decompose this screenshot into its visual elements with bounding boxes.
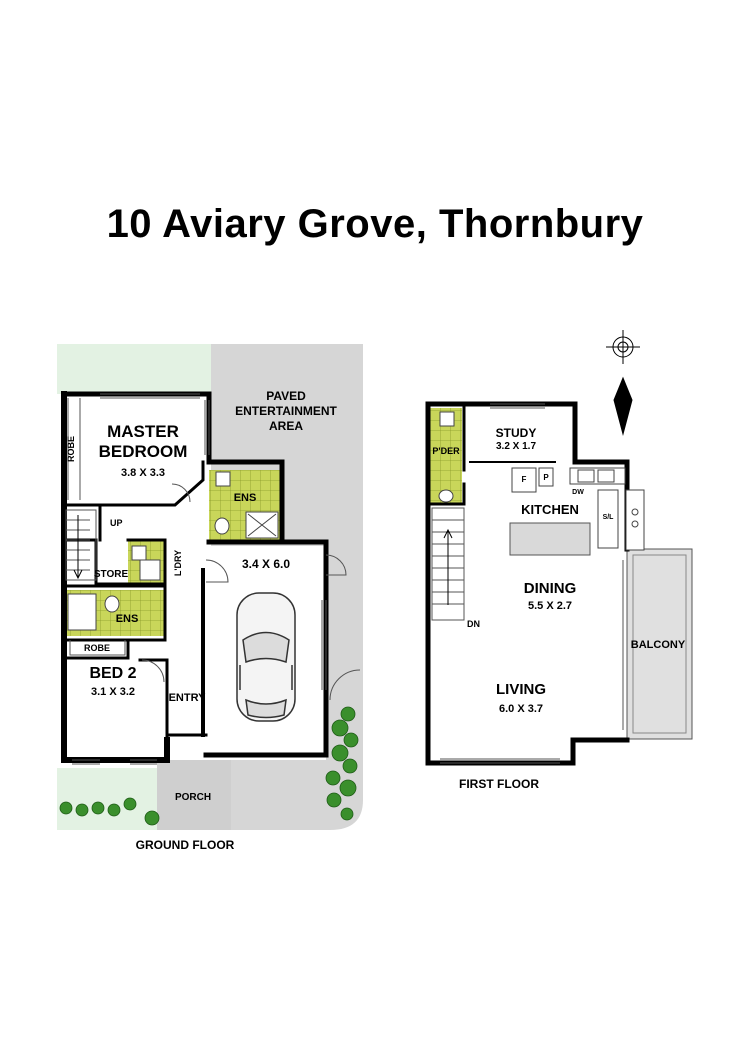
kitchen-island — [509, 522, 591, 556]
robe-bed2-label: ROBE — [84, 643, 110, 653]
garage-size: 3.4 X 6.0 — [242, 557, 290, 571]
dishwasher-label: DW — [572, 489, 584, 496]
paved-driveway — [230, 546, 363, 830]
master-bedroom-label-2: BEDROOM — [99, 442, 188, 461]
study-label: STUDY — [496, 426, 537, 440]
ground-floor-caption: GROUND FLOOR — [136, 838, 235, 852]
balcony-area — [626, 548, 693, 740]
first-floor-caption: FIRST FLOOR — [459, 777, 539, 791]
car-icon — [236, 592, 296, 722]
dining-size: 5.5 X 2.7 — [528, 600, 572, 612]
down-label: DN — [467, 619, 480, 629]
compass-icon — [606, 330, 640, 436]
dining-label: DINING — [524, 580, 577, 597]
ensuite-lower-label: ENS — [116, 613, 139, 625]
master-bedroom-size: 3.8 X 3.3 — [121, 467, 165, 479]
kitchen-label: KITCHEN — [521, 502, 579, 517]
living-size: 6.0 X 3.7 — [499, 703, 543, 715]
porch-label: PORCH — [175, 792, 211, 803]
living-label: LIVING — [496, 681, 546, 698]
balcony-label: BALCONY — [631, 639, 686, 651]
master-bedroom-label: MASTER — [107, 422, 179, 441]
shrubs — [59, 706, 359, 826]
first-floor-plan: STUDY 3.2 X 1.7 P'DER F P DW S/L KITCHEN… — [425, 330, 693, 791]
bed2-label: BED 2 — [89, 665, 136, 682]
sink-label: S/L — [603, 514, 615, 521]
fridge-label: F — [522, 475, 527, 484]
paved-label-3: AREA — [269, 419, 303, 433]
robe-master-label: ROBE — [66, 436, 76, 462]
study-size: 3.2 X 1.7 — [496, 441, 536, 452]
plan-title: 10 Aviary Grove, Thornbury — [106, 202, 644, 246]
garden-front — [57, 768, 157, 830]
paved-label-2: ENTERTAINMENT — [235, 404, 337, 418]
ground-floor-plan: MASTER BEDROOM 3.8 X 3.3 ROBE ENS UP STO… — [57, 344, 363, 852]
up-label: UP — [110, 518, 123, 528]
paved-label-1: PAVED — [266, 389, 306, 403]
laundry-label: L'DRY — [173, 550, 183, 576]
porch-area — [157, 760, 231, 830]
bed2-size: 3.1 X 3.2 — [91, 686, 135, 698]
powder-room-label: P'DER — [432, 446, 460, 456]
entry-label: ENTRY — [169, 692, 207, 704]
garden-top — [57, 344, 211, 394]
store-label: STORE — [94, 569, 129, 580]
pantry-label: P — [543, 473, 549, 482]
ensuite-upper-label: ENS — [234, 492, 257, 504]
